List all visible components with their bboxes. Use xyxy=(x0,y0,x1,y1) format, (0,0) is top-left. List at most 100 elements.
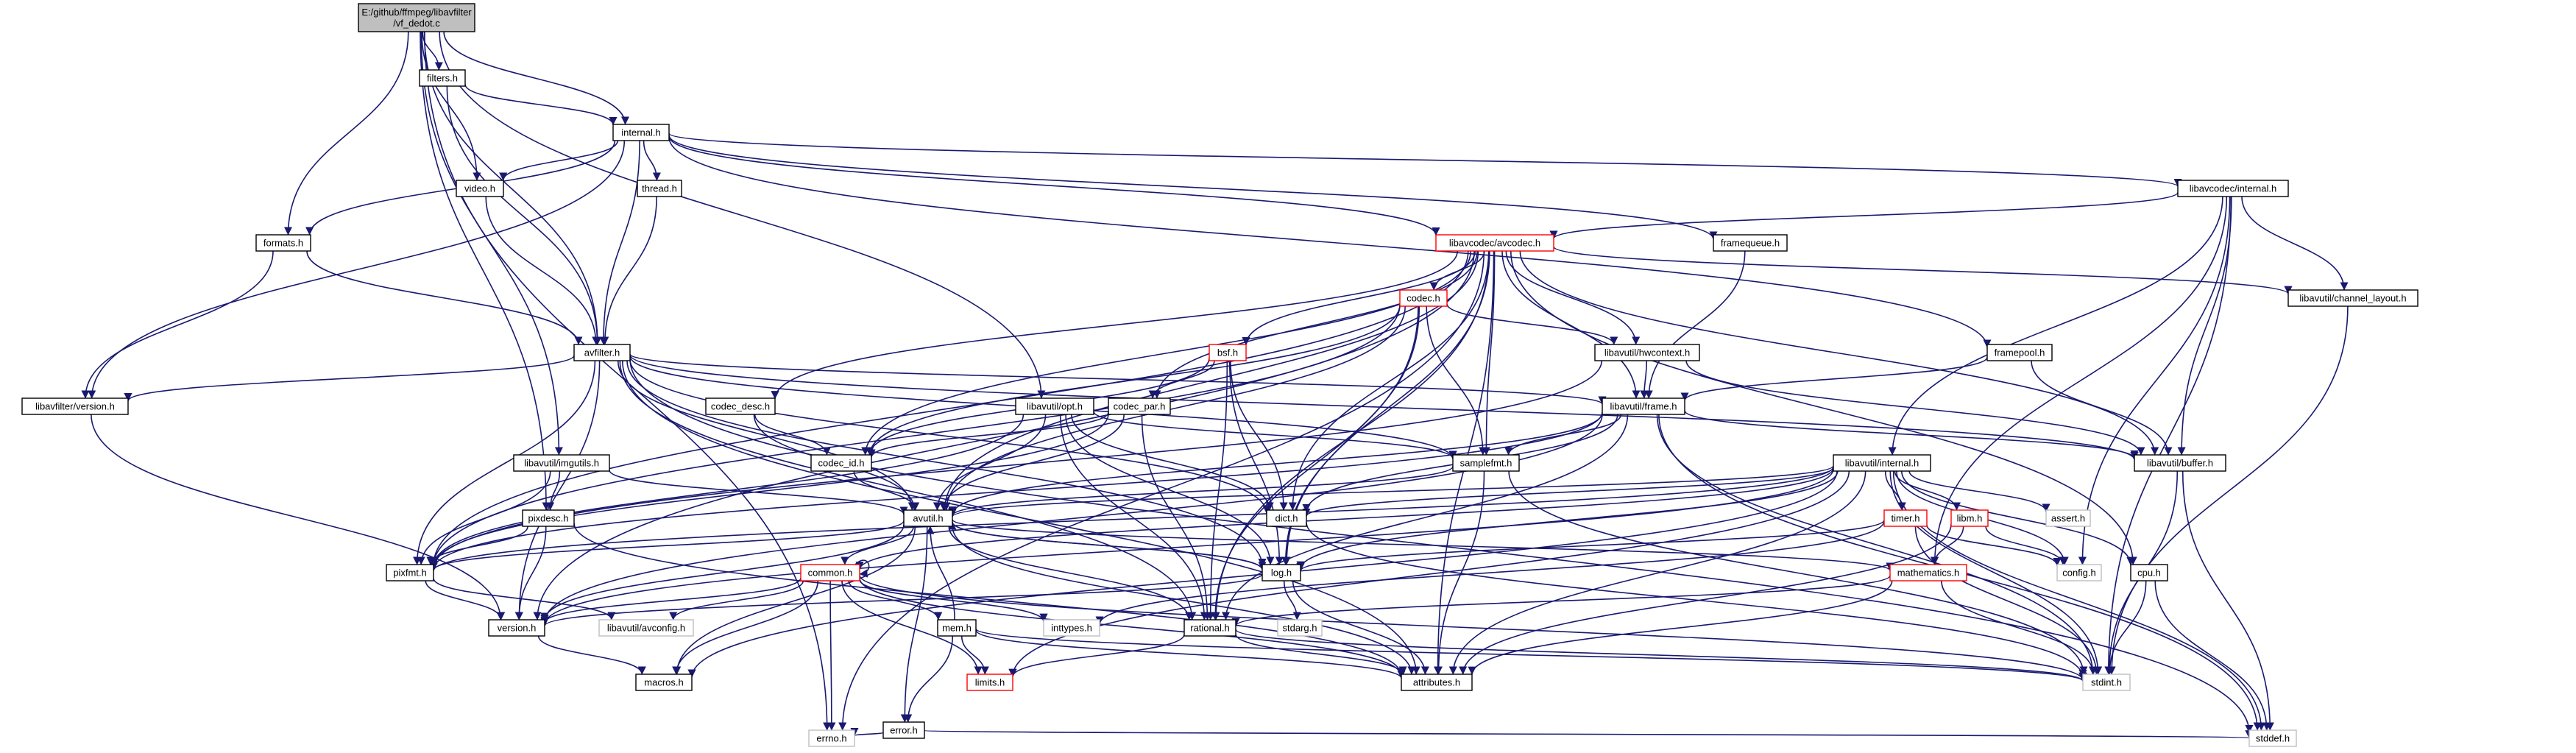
node-frame[interactable]: libavutil/frame.h xyxy=(1602,397,1685,415)
node-box xyxy=(2045,509,2091,527)
node-hwcontext[interactable]: libavutil/hwcontext.h xyxy=(1594,344,1700,361)
node-label: log.h xyxy=(1271,568,1292,579)
node-label: rational.h xyxy=(1190,623,1229,634)
node-codec-par[interactable]: codec_par.h xyxy=(1108,397,1171,415)
node-bsf[interactable]: bsf.h xyxy=(1209,344,1247,361)
node-label: libavutil/internal.h xyxy=(1845,458,1919,469)
node-label: inttypes.h xyxy=(1051,623,1092,634)
node-box xyxy=(21,397,129,415)
edge-lavu_internal-to-limits xyxy=(1008,470,1850,677)
edge-lavu_internal-to-log xyxy=(1296,470,1839,570)
node-error[interactable]: error.h xyxy=(882,721,925,739)
node-box xyxy=(966,674,1013,691)
node-libm[interactable]: libm.h xyxy=(1950,509,1989,527)
node-filters[interactable]: filters.h xyxy=(419,69,466,87)
node-log[interactable]: log.h xyxy=(1262,564,1301,581)
edge-avcodec-to-channel_layout xyxy=(1553,246,2293,295)
edge-lavu_internal-to-version xyxy=(540,468,1834,625)
node-macros[interactable]: macros.h xyxy=(635,674,693,691)
node-framequeue[interactable]: framequeue.h xyxy=(1713,234,1788,252)
edge-mem-to-stdint xyxy=(975,628,2087,682)
node-box xyxy=(2134,454,2226,472)
node-framepool[interactable]: framepool.h xyxy=(1986,344,2053,361)
node-video[interactable]: video.h xyxy=(456,180,504,197)
node-label: common.h xyxy=(808,568,853,579)
edge-internal-to-framepool xyxy=(668,137,1992,348)
node-label: version.h xyxy=(498,623,537,634)
edge-root-to-filters xyxy=(422,31,443,71)
edge-avcodec-to-cpu xyxy=(1510,250,2137,565)
edge-frame-to-pixfmt xyxy=(429,411,1603,570)
edge-codec-to-hwcontext xyxy=(1446,303,1618,345)
node-box xyxy=(882,721,925,739)
node-mem[interactable]: mem.h xyxy=(937,619,977,637)
node-errno[interactable]: errno.h xyxy=(808,729,855,747)
node-stdint[interactable]: stdint.h xyxy=(2082,674,2131,691)
node-codec-desc[interactable]: codec_desc.h xyxy=(705,397,776,415)
node-avconfig[interactable]: libavutil/avconfig.h xyxy=(598,619,694,637)
node-version[interactable]: version.h xyxy=(488,619,545,637)
node-thread[interactable]: thread.h xyxy=(637,180,682,197)
edge-avutil-to-error xyxy=(900,526,928,723)
edge-avfilter-to-dict xyxy=(629,359,1271,515)
node-lavu-internal[interactable]: libavutil/internal.h xyxy=(1833,454,1931,472)
node-label: pixdesc.h xyxy=(528,513,569,524)
node-inttypes[interactable]: inttypes.h xyxy=(1043,619,1100,637)
node-rational[interactable]: rational.h xyxy=(1183,619,1236,637)
node-label: framepool.h xyxy=(1995,347,2045,358)
node-opt[interactable]: libavutil/opt.h xyxy=(1015,397,1094,415)
edge-bsf-to-dict xyxy=(1230,360,1288,511)
node-box xyxy=(808,729,855,747)
node-imgutils[interactable]: libavutil/imgutils.h xyxy=(513,454,610,472)
node-formats[interactable]: formats.h xyxy=(255,234,311,252)
node-internal[interactable]: internal.h xyxy=(612,124,670,141)
edge-root-to-internal xyxy=(443,31,630,125)
node-codec-id[interactable]: codec_id.h xyxy=(810,454,872,472)
node-avcodec[interactable]: libavcodec/avcodec.h xyxy=(1435,234,1554,252)
node-pixfmt[interactable]: pixfmt.h xyxy=(386,564,434,581)
edge-avutil-to-common xyxy=(841,526,914,565)
node-assert[interactable]: assert.h xyxy=(2045,509,2091,527)
node-box xyxy=(1452,454,1520,472)
edge-avcodec-to-errno xyxy=(838,250,1485,731)
node-root[interactable]: E:/github/ffmpeg/libavfilter/vf_dedot.c xyxy=(358,3,475,32)
edge-avutil-to-version xyxy=(540,524,905,621)
node-timer[interactable]: timer.h xyxy=(1883,509,1928,527)
node-box xyxy=(1594,344,1700,361)
node-label: dict.h xyxy=(1275,513,1298,524)
edge-lavu_internal-to-attributes xyxy=(1448,470,1866,675)
node-avutil[interactable]: avutil.h xyxy=(903,509,953,527)
node-box xyxy=(1833,454,1931,472)
node-avfilter[interactable]: avfilter.h xyxy=(573,344,631,361)
node-buffer[interactable]: libavutil/buffer.h xyxy=(2134,454,2226,472)
edge-error-to-errno xyxy=(850,727,884,737)
edge-codec_par-to-pixfmt xyxy=(429,413,1109,568)
edge-frame-to-rational xyxy=(1221,414,1629,621)
node-codec[interactable]: codec.h xyxy=(1399,289,1448,307)
node-samplefmt[interactable]: samplefmt.h xyxy=(1452,454,1520,472)
node-avcodec-internal[interactable]: libavcodec/internal.h xyxy=(2177,180,2289,197)
edge-root-to-formats xyxy=(283,31,409,236)
edge-pixfmt-to-avconfig xyxy=(433,578,616,621)
node-label: framequeue.h xyxy=(1721,238,1780,249)
node-label: E:/github/ffmpeg/libavfilter xyxy=(361,7,472,18)
edge-bsf-to-codec_par xyxy=(1148,360,1215,399)
node-config[interactable]: config.h xyxy=(2056,564,2102,581)
node-limits[interactable]: limits.h xyxy=(966,674,1013,691)
edge-common-to-stdint xyxy=(859,575,2087,681)
node-stddef[interactable]: stddef.h xyxy=(2248,729,2297,747)
node-channel-layout[interactable]: libavutil/channel_layout.h xyxy=(2287,289,2418,307)
node-dict[interactable]: dict.h xyxy=(1266,509,1307,527)
node-pixdesc[interactable]: pixdesc.h xyxy=(522,509,575,527)
edge-codec_par-to-avutil xyxy=(939,414,1125,511)
node-common[interactable]: common.h xyxy=(800,564,860,581)
node-mathematics[interactable]: mathematics.h xyxy=(1889,564,1967,581)
edge-avcodec_internal-to-channel_layout xyxy=(2241,196,2349,291)
edge-opt-to-dict xyxy=(1071,414,1274,511)
edge-common-to-macros xyxy=(672,580,819,675)
node-box xyxy=(522,509,575,527)
node-avf-version[interactable]: libavfilter/version.h xyxy=(21,397,129,415)
node-stdarg[interactable]: stdarg.h xyxy=(1277,619,1323,637)
node-attributes[interactable]: attributes.h xyxy=(1401,674,1473,691)
node-cpu[interactable]: cpu.h xyxy=(2130,564,2168,581)
